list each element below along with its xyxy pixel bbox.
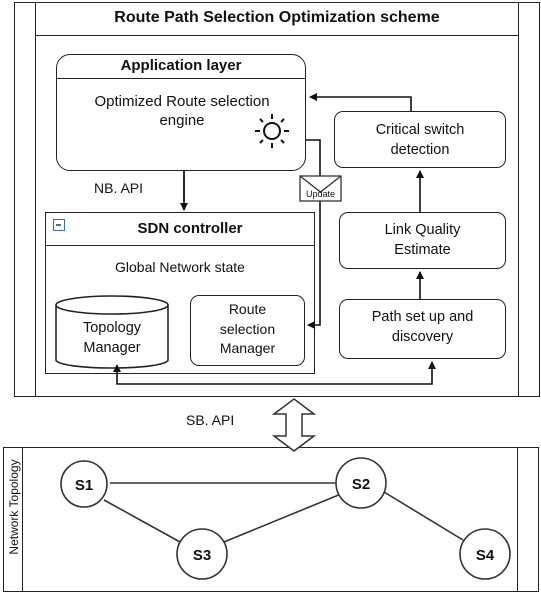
link-s3-s2 xyxy=(223,493,342,543)
link-s2-s4 xyxy=(383,491,464,541)
link-quality-estimate-box xyxy=(339,212,506,269)
sb-api-double-arrow xyxy=(271,398,317,452)
node-s3-label: S3 xyxy=(193,547,211,564)
path-setup-discovery-label: Path set up and discovery xyxy=(371,309,474,346)
critical-to-engine-arrow xyxy=(309,93,412,111)
topology-node-s1: S1 xyxy=(60,460,108,508)
topology-node-s3: S3 xyxy=(176,528,228,580)
update-connector-top xyxy=(306,139,321,176)
sdn-controller-title: SDN controller xyxy=(137,220,243,237)
scheme-title: Route Path Selection Optimization scheme xyxy=(114,9,440,26)
link-s1-s3 xyxy=(103,499,181,543)
topology-manager-label: Topology Manager xyxy=(82,320,142,357)
topology-node-s4: S4 xyxy=(459,528,511,580)
application-layer-title: Application layer xyxy=(120,57,242,74)
path-setup-discovery-box xyxy=(339,299,506,359)
update-label: Update xyxy=(306,189,335,199)
application-layer-header xyxy=(56,54,306,79)
minus-box-icon[interactable] xyxy=(53,219,65,231)
critical-switch-detection-label: Critical switch detection xyxy=(375,122,465,159)
scheme-title-bar xyxy=(36,2,518,36)
global-network-state-label: Global Network state xyxy=(115,259,245,275)
nb-api-label: NB. API xyxy=(94,180,144,196)
node-s2-label: S2 xyxy=(352,476,370,493)
critical-switch-detection-box xyxy=(334,111,506,168)
link-quality-estimate-label: Link Quality Estimate xyxy=(384,222,461,259)
sdn-controller-header xyxy=(45,212,315,246)
gear-icon xyxy=(255,114,289,148)
scheme-right-lane xyxy=(518,2,540,397)
update-to-route-manager-arrow xyxy=(307,201,321,329)
topology-manager-database xyxy=(55,295,169,369)
route-selection-engine-label: Optimized Route selection engine xyxy=(94,93,270,129)
sb-api-label: SB. API xyxy=(186,412,235,428)
network-topology-lane xyxy=(3,447,23,592)
envelope-icon: Update xyxy=(299,175,342,202)
scheme-left-lane xyxy=(14,2,36,397)
topology-links xyxy=(103,482,464,543)
application-layer-box xyxy=(56,54,306,171)
node-s1-label: S1 xyxy=(75,477,93,494)
topology-node-s2: S2 xyxy=(335,457,387,509)
node-s4-label: S4 xyxy=(476,547,495,564)
network-topology-right-lane xyxy=(517,447,539,592)
path-setup-to-topology-arrow xyxy=(113,361,436,385)
route-selection-manager-label: Route selection Manager xyxy=(219,301,276,357)
route-selection-manager-box xyxy=(190,295,305,366)
